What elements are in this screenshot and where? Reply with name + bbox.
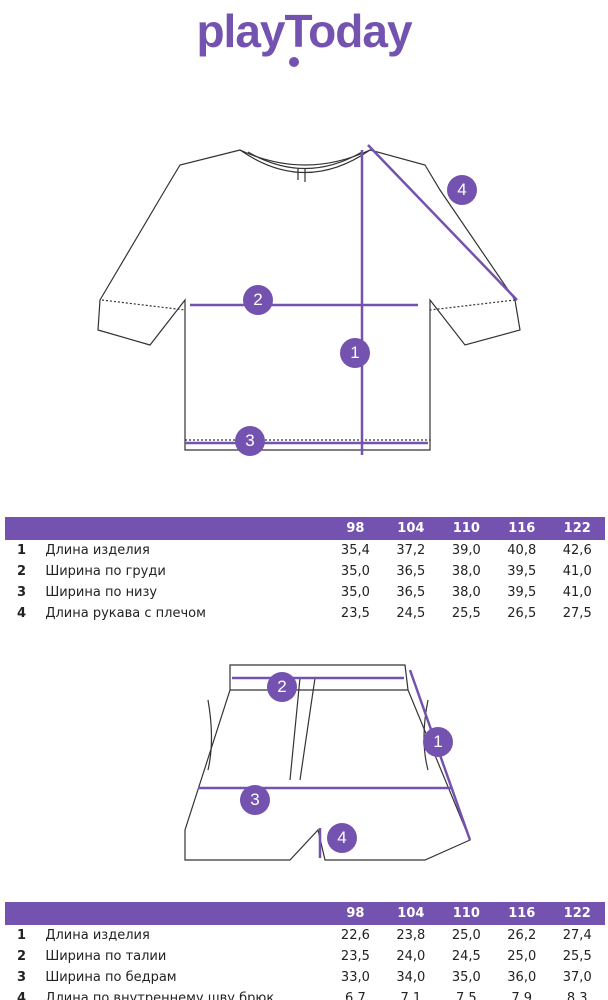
- shorts-badge-4: 4: [327, 823, 357, 853]
- table-header: 98 104 110 116 122: [5, 517, 605, 540]
- row-number: 1: [17, 543, 27, 558]
- size-header: 104: [383, 902, 439, 925]
- row-value: 25,5: [562, 949, 592, 964]
- row-number: 1: [17, 928, 27, 943]
- row-label: Ширина по бедрам: [45, 970, 177, 985]
- row-number: 3: [17, 585, 27, 600]
- row-value: 35,4: [340, 543, 370, 558]
- row-label: Длина по внутреннему шву брюк: [45, 991, 275, 1000]
- row-value: 7,5: [455, 991, 477, 1000]
- row-value: 22,6: [340, 928, 370, 943]
- tshirt-badge-1: 1: [340, 338, 370, 368]
- row-label: Ширина по талии: [45, 949, 167, 964]
- row-value: 36,5: [396, 585, 426, 600]
- tshirt-measure-lines: [185, 144, 518, 455]
- table-row: 2 Ширина по талии 23,5 24,0 24,5 25,0 25,5: [5, 946, 605, 967]
- row-value: 26,5: [507, 606, 537, 621]
- size-header: 110: [438, 902, 495, 925]
- table-header: 98 104 110 116 122: [5, 902, 605, 925]
- row-number: 2: [17, 949, 27, 964]
- row-label: Ширина по низу: [45, 585, 158, 600]
- row-number: 4: [17, 606, 27, 621]
- row-value: 27,4: [562, 928, 592, 943]
- row-number: 2: [17, 564, 27, 579]
- row-value: 38,0: [451, 585, 481, 600]
- tshirt-size-table: 98 104 110 116 122 1 Длина изделия 35,4 37,…: [5, 517, 605, 624]
- tshirt-drawing: [97, 149, 521, 451]
- tshirt-badge-2: 2: [243, 285, 273, 315]
- row-label: Ширина по груди: [45, 564, 166, 579]
- row-value: 35,0: [340, 585, 370, 600]
- row-value: 37,2: [396, 543, 426, 558]
- row-value: 26,2: [507, 928, 537, 943]
- row-value: 7,9: [511, 991, 533, 1000]
- row-value: 34,0: [396, 970, 426, 985]
- row-value: 38,0: [451, 564, 481, 579]
- row-value: 24,0: [396, 949, 426, 964]
- row-number: 3: [17, 970, 27, 985]
- row-value: 36,5: [396, 564, 426, 579]
- table-row: 3 Ширина по низу 35,0 36,5 38,0 39,5 41,0: [5, 582, 605, 603]
- table-row: 1 Длина изделия 22,6 23,8 25,0 26,2 27,4: [5, 925, 605, 946]
- shorts-size-table: 98 104 110 116 122 1 Длина изделия 22,6 23,…: [5, 902, 605, 1000]
- size-header: 98: [327, 517, 384, 540]
- shorts-badge-2: 2: [267, 672, 297, 702]
- table-row: 1 Длина изделия 35,4 37,2 39,0 40,8 42,6: [5, 540, 605, 561]
- row-number: 4: [17, 991, 27, 1000]
- row-value: 23,5: [340, 949, 370, 964]
- row-label: Длина рукава с плечом: [45, 606, 206, 621]
- size-header: 116: [494, 902, 550, 925]
- row-value: 42,6: [562, 543, 592, 558]
- row-value: 39,5: [507, 564, 537, 579]
- row-value: 23,8: [396, 928, 426, 943]
- row-value: 6,7: [345, 991, 366, 1000]
- size-header: 122: [549, 902, 605, 925]
- size-header: 116: [494, 517, 550, 540]
- row-value: 35,0: [340, 564, 370, 579]
- row-value: 39,0: [451, 543, 481, 558]
- row-value: 41,0: [562, 564, 592, 579]
- row-value: 41,0: [562, 585, 592, 600]
- row-value: 39,5: [507, 585, 537, 600]
- row-value: 24,5: [396, 606, 426, 621]
- row-value: 27,5: [562, 606, 592, 621]
- table-row: 2 Ширина по груди 35,0 36,5 38,0 39,5 41,0: [5, 561, 605, 582]
- row-value: 23,5: [340, 606, 370, 621]
- tshirt-badge-4: 4: [447, 175, 477, 205]
- row-value: 36,0: [507, 970, 537, 985]
- row-value: 25,0: [451, 928, 481, 943]
- row-value: 35,0: [451, 970, 481, 985]
- row-value: 25,0: [507, 949, 537, 964]
- row-value: 25,5: [451, 606, 481, 621]
- size-header: 110: [438, 517, 495, 540]
- logo-dot: [289, 57, 299, 67]
- tshirt-badge-3: 3: [235, 426, 265, 456]
- row-value: 7,1: [400, 991, 422, 1000]
- row-label: Длина изделия: [45, 928, 150, 943]
- table-row: 3 Ширина по бедрам 33,0 34,0 35,0 36,0 37,0: [5, 967, 605, 988]
- table-row: 4 Длина по внутреннему шву брюк 6,7 7,1 7,5 7…: [5, 988, 605, 1000]
- shorts-badge-3: 3: [240, 785, 270, 815]
- row-value: 37,0: [562, 970, 592, 985]
- row-value: 33,0: [340, 970, 370, 985]
- row-value: 8,3: [566, 991, 588, 1000]
- brand-logo: playToday: [0, 4, 608, 58]
- row-value: 40,8: [507, 543, 537, 558]
- size-header: 122: [549, 517, 605, 540]
- shorts-badge-1: 1: [423, 727, 453, 757]
- row-value: 24,5: [451, 949, 481, 964]
- brand-logo-text: playToday: [196, 5, 412, 57]
- size-header: 104: [383, 517, 439, 540]
- size-header: 98: [327, 902, 384, 925]
- table-row: 4 Длина рукава с плечом 23,5 24,5 25,5 26,5 27…: [5, 603, 605, 624]
- row-label: Длина изделия: [45, 543, 150, 558]
